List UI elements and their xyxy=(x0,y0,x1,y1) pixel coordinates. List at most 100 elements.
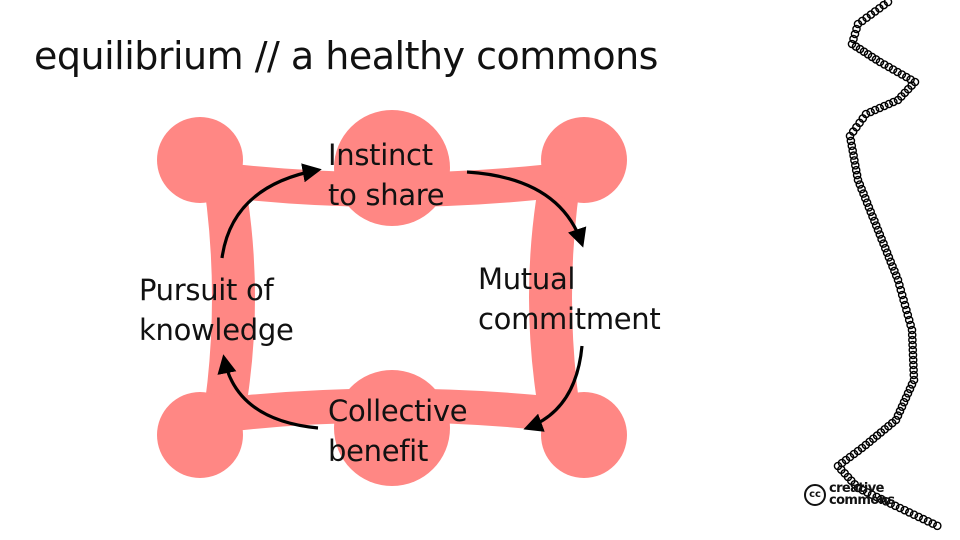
chain-link xyxy=(851,160,860,170)
chain-link xyxy=(859,189,868,198)
logo-word-commons: commons xyxy=(829,493,895,508)
chain-link xyxy=(848,146,858,155)
chain-link xyxy=(902,72,911,82)
chain-link xyxy=(919,514,928,524)
chain-link xyxy=(852,170,862,180)
chain-link xyxy=(891,271,901,280)
blob-node-bottom xyxy=(334,370,450,486)
arrow-pursuit-to-instinct xyxy=(220,163,322,259)
arrow-instinct-to-mutual xyxy=(466,170,587,248)
chain-link xyxy=(904,315,914,325)
chain-link xyxy=(909,370,919,380)
arrow-mutual-to-collective xyxy=(523,345,584,432)
node-collective-line-1: Collective xyxy=(328,394,468,428)
chain-link xyxy=(875,57,885,67)
commons-blob-shape xyxy=(157,110,627,486)
blob-corner-top-left xyxy=(157,117,243,203)
chain-link xyxy=(852,24,861,34)
chain-link xyxy=(884,252,894,262)
chain-link xyxy=(849,151,858,160)
chain-link xyxy=(906,320,915,330)
node-mutual-line-1: Mutual xyxy=(478,262,576,296)
chain-link xyxy=(871,221,881,230)
chain-link xyxy=(889,97,898,107)
blob-corner-bottom-left xyxy=(157,392,243,478)
chain-link xyxy=(902,305,911,315)
chain-link xyxy=(897,402,907,412)
chain-link xyxy=(888,262,897,271)
chain-link xyxy=(849,34,858,44)
chain-link xyxy=(877,494,886,504)
chain-link xyxy=(909,375,919,385)
chain-link xyxy=(907,325,917,335)
chain-link xyxy=(903,388,913,398)
blob-frame xyxy=(200,160,584,435)
chain-link xyxy=(861,193,870,203)
node-pursuit-line-1: Pursuit of xyxy=(139,273,274,307)
creative-commons-logo: cc creative commons xyxy=(804,482,895,508)
chain-link xyxy=(846,136,856,146)
chain-link xyxy=(866,107,875,117)
chain-link xyxy=(853,483,863,493)
chain-link xyxy=(851,165,861,175)
chain-link xyxy=(863,488,872,497)
chain-link xyxy=(896,285,906,295)
blob-corner-top-right xyxy=(541,117,627,203)
chain-link xyxy=(850,156,859,165)
chain-link xyxy=(897,70,907,79)
chain-link xyxy=(877,234,886,244)
chain-link xyxy=(909,365,918,375)
blob-node-top xyxy=(334,110,450,226)
chain-link xyxy=(866,207,876,217)
chain-link xyxy=(897,290,907,300)
node-instinct-to-share: Instinct to share xyxy=(328,135,445,215)
chain-link xyxy=(908,345,918,355)
chain-link xyxy=(908,350,918,360)
chain-link xyxy=(867,490,877,500)
chain-link xyxy=(908,335,917,345)
chain-link xyxy=(905,384,915,394)
chain-link xyxy=(895,406,905,416)
chain-link xyxy=(862,198,872,207)
chain-link xyxy=(888,65,898,74)
node-instinct-line-1: Instinct xyxy=(328,138,433,172)
chain-link xyxy=(857,184,866,194)
chain-link xyxy=(900,300,910,310)
chain-link xyxy=(900,505,910,515)
node-instinct-line-2: to share xyxy=(328,178,445,212)
chain-link xyxy=(908,340,917,350)
chain-link xyxy=(882,248,892,257)
chain-link xyxy=(868,212,877,221)
chain-link xyxy=(875,230,885,239)
node-collective-benefit: Collective benefit xyxy=(328,391,468,471)
chain-link xyxy=(850,29,860,39)
chain-link xyxy=(901,393,911,403)
node-pursuit-line-2: knowledge xyxy=(139,313,294,347)
decorative-chain xyxy=(833,0,942,531)
chain-link xyxy=(873,225,883,235)
node-collective-line-2: benefit xyxy=(328,434,429,468)
chain-link xyxy=(890,266,899,276)
chain-link xyxy=(928,519,938,528)
chain-link xyxy=(879,239,888,248)
node-mutual-line-2: commitment xyxy=(478,302,661,336)
chain-link xyxy=(899,397,909,407)
chain-link xyxy=(886,499,896,508)
chain-link xyxy=(884,62,894,72)
node-pursuit-of-knowledge: Pursuit of knowledge xyxy=(139,270,294,350)
chain-link xyxy=(881,496,891,506)
chain-link xyxy=(909,360,918,370)
logo-wordmark: creative commons xyxy=(829,482,895,508)
chain-link xyxy=(870,216,879,226)
cycle-arrows xyxy=(217,163,587,432)
slide-title: equilibrium // a healthy commons xyxy=(34,34,658,78)
chain-link xyxy=(853,175,863,185)
chain-link xyxy=(908,355,918,365)
chain-link xyxy=(907,330,917,340)
chain-link xyxy=(907,380,917,389)
node-mutual-commitment: Mutual commitment xyxy=(478,259,661,339)
chain-link xyxy=(893,411,903,420)
chain-link xyxy=(895,503,905,513)
chain-link xyxy=(880,101,889,111)
